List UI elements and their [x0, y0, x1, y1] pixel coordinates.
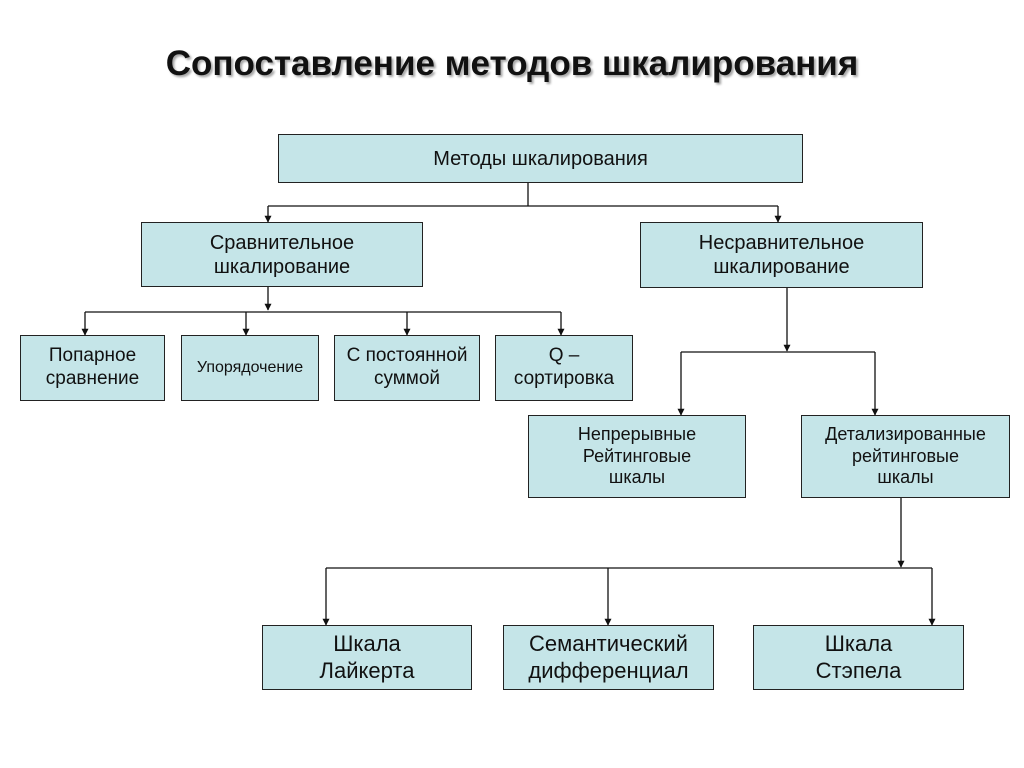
node-constant-sum: С постоянной суммой [334, 335, 480, 401]
page-title: Сопоставление методов шкалирования [165, 44, 859, 83]
node-likert-scale: Шкала Лайкерта [262, 625, 472, 690]
node-q-sort: Q – сортировка [495, 335, 633, 401]
node-scaling-methods: Методы шкалирования [278, 134, 803, 183]
node-stapel-scale: Шкала Стэпела [753, 625, 964, 690]
node-semantic-differential: Семантический дифференциал [503, 625, 714, 690]
node-paired-comparison: Попарное сравнение [20, 335, 165, 401]
node-rank-order: Упорядочение [181, 335, 319, 401]
node-itemized-rating-scales: Детализированные рейтинговые шкалы [801, 415, 1010, 498]
node-noncomparative-scaling: Несравнительное шкалирование [640, 222, 923, 288]
node-continuous-rating-scales: Непрерывные Рейтинговые шкалы [528, 415, 746, 498]
node-comparative-scaling: Сравнительное шкалирование [141, 222, 423, 287]
